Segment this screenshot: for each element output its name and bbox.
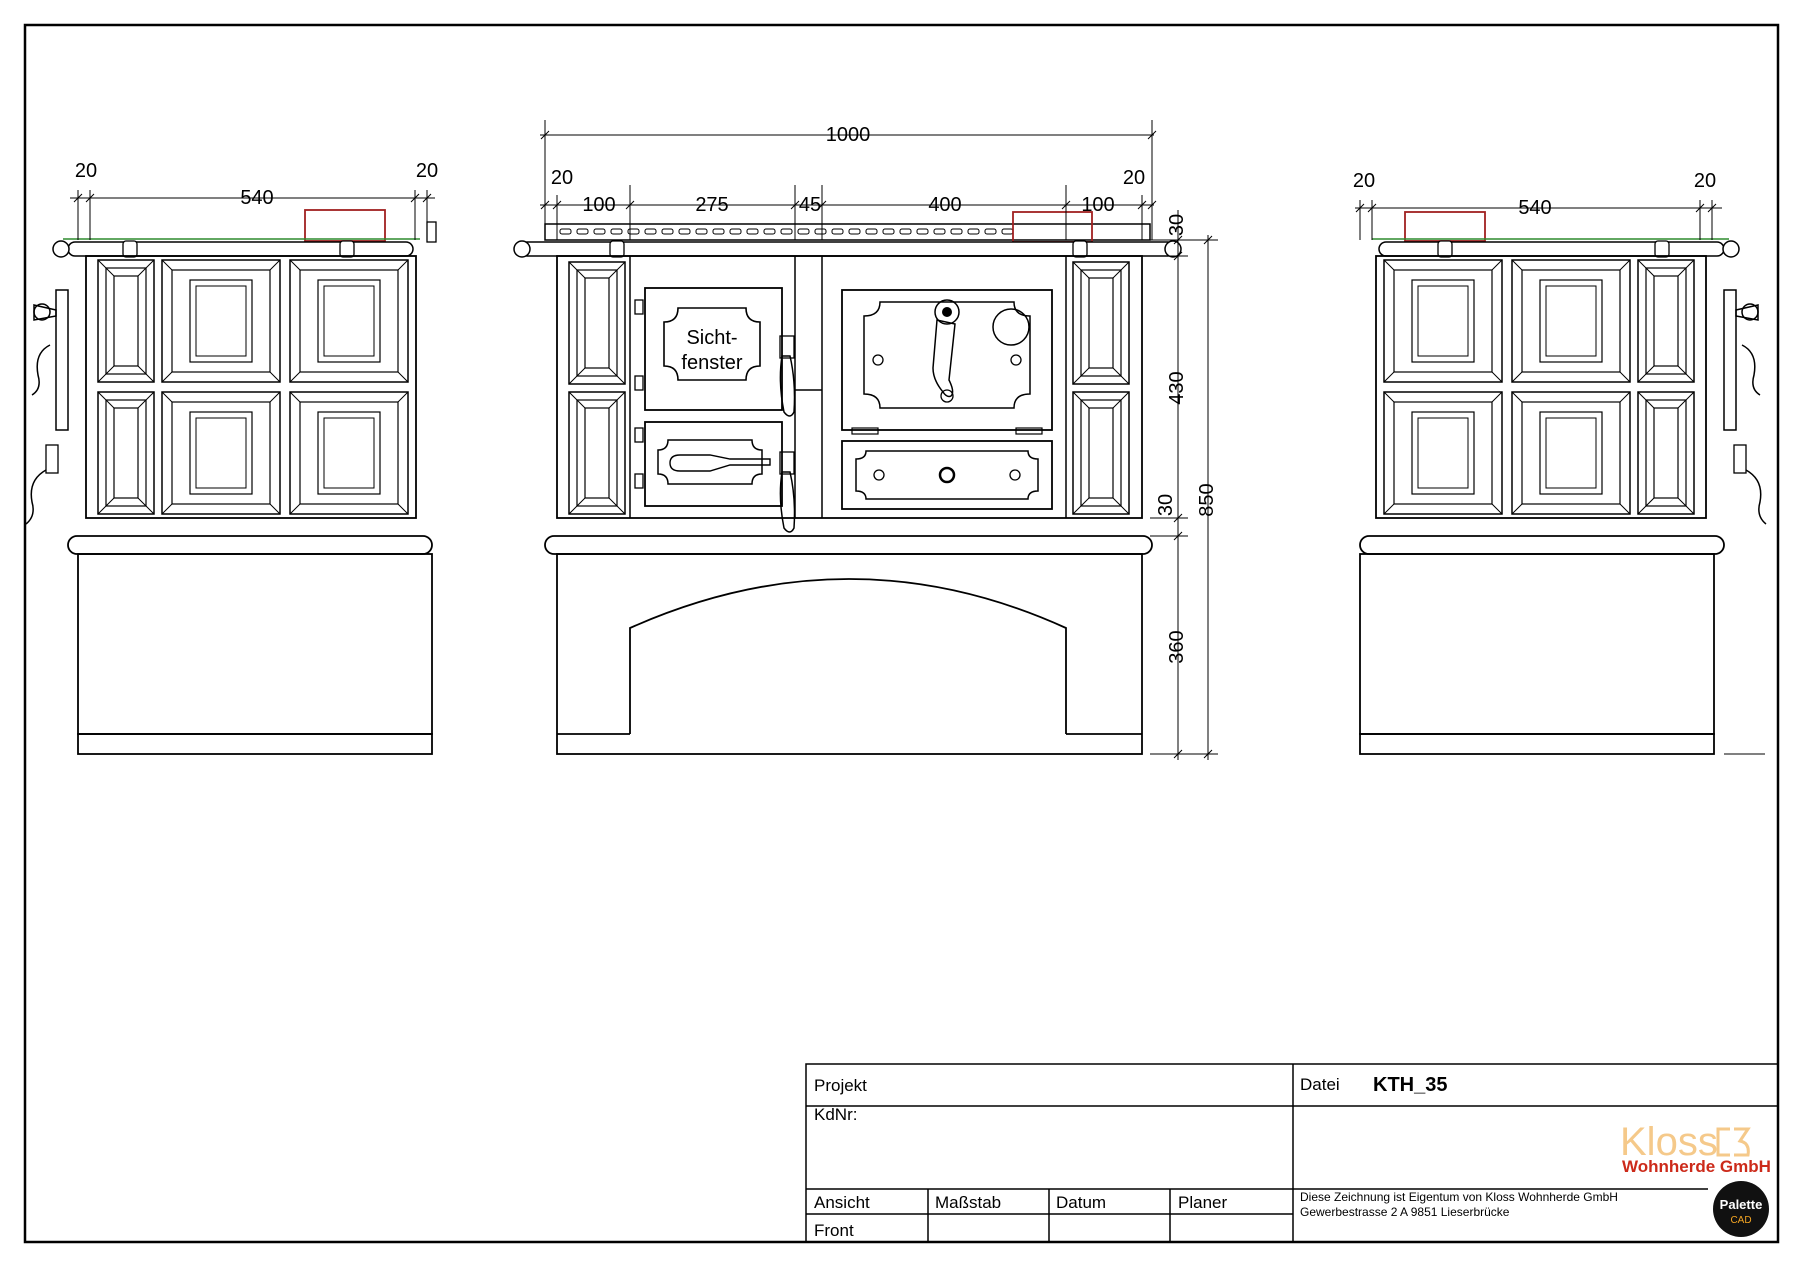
vent-slot — [678, 228, 691, 235]
front-dim-total-height: 850 — [1196, 483, 1218, 516]
kloss-logo-name: Kloss — [1620, 1120, 1718, 1164]
vent-slot — [763, 228, 776, 235]
datei-label: Datei — [1300, 1075, 1340, 1094]
firebox-lever[interactable] — [932, 319, 956, 398]
vent-slot — [984, 228, 997, 235]
kdnr-label: KdNr: — [814, 1105, 857, 1124]
oven-door-handle[interactable] — [779, 355, 796, 417]
vent-slot — [950, 228, 963, 235]
vent-slot — [593, 228, 606, 235]
datum-label: Datum — [1056, 1193, 1106, 1212]
ownership-line1: Diese Zeichnung ist Eigentum von Kloss W… — [1300, 1190, 1618, 1204]
kloss-logo-sub: Wohnherde GmbH — [1622, 1157, 1771, 1176]
front-dim-cooktop: 400 — [928, 194, 961, 216]
massstab-label: Maßstab — [935, 1193, 1001, 1212]
right-dim-depth: 540 — [1518, 197, 1551, 219]
window-label-line1: Sicht- — [686, 327, 737, 349]
front-dim-total-width: 1000 — [826, 124, 871, 146]
ash-door-handle[interactable] — [779, 471, 796, 533]
vent-slot — [831, 228, 844, 235]
vent-slot — [967, 228, 980, 235]
left-dim-depth: 540 — [240, 187, 273, 209]
front-dim-body-height: 430 — [1166, 371, 1188, 404]
vent-slot — [1001, 228, 1014, 235]
left-dim-margin-right: 20 — [416, 160, 438, 182]
vent-slot — [644, 228, 657, 235]
left-dim-margin-left: 20 — [75, 160, 97, 182]
vent-slot — [746, 228, 759, 235]
right-red-marker — [1404, 211, 1486, 242]
vent-slot — [695, 228, 708, 235]
vent-slot — [627, 228, 640, 235]
projekt-label: Projekt — [814, 1076, 867, 1095]
front-dim-right-panel: 100 — [1081, 194, 1114, 216]
front-dim-gap: 45 — [799, 194, 821, 216]
vent-slot — [882, 228, 895, 235]
front-dim-base-height: 360 — [1166, 630, 1188, 663]
palette-cad-badge — [1713, 1181, 1769, 1237]
window-label-line2: fenster — [681, 352, 742, 374]
vent-slot — [661, 228, 674, 235]
front-view: Sicht- fenster — [513, 120, 1218, 760]
front-dim-top-height: 30 — [1166, 214, 1188, 236]
vent-slot — [814, 228, 827, 235]
palette-badge-line1: Palette — [1720, 1197, 1763, 1212]
vent-slot — [780, 228, 793, 235]
vent-slot — [559, 228, 572, 235]
ash-drawer-knob[interactable] — [938, 466, 956, 484]
vent-slot — [865, 228, 878, 235]
right-dim-margin-left: 20 — [1353, 170, 1375, 192]
palette-badge-line2: CAD — [1730, 1215, 1751, 1226]
title-block — [805, 1063, 1779, 1243]
front-dim-left-margin: 20 — [551, 167, 573, 189]
kloss-logo-icon — [1716, 1127, 1751, 1157]
left-red-marker — [304, 209, 386, 242]
right-dim-margin-right: 20 — [1694, 170, 1716, 192]
front-dim-right-margin: 20 — [1123, 167, 1145, 189]
lower-door-latch[interactable] — [669, 454, 771, 472]
vent-slot — [576, 228, 589, 235]
front-dim-plinth-height: 30 — [1155, 494, 1177, 516]
planer-label: Planer — [1178, 1193, 1227, 1212]
vent-slot — [848, 228, 861, 235]
ownership-line2: Gewerbestrasse 2 A 9851 Lieserbrücke — [1300, 1205, 1510, 1219]
vent-slot — [933, 228, 946, 235]
base-arch — [629, 578, 1067, 734]
vent-slot — [610, 228, 623, 235]
right-side-view: 20 540 20 — [1353, 170, 1766, 754]
vent-slot — [729, 228, 742, 235]
vent-slot — [899, 228, 912, 235]
window-frame — [663, 307, 761, 381]
ansicht-label: Ansicht — [814, 1193, 870, 1212]
vent-slot — [712, 228, 725, 235]
vent-slot — [916, 228, 929, 235]
datei-value: KTH_35 — [1373, 1074, 1447, 1096]
front-red-marker — [1012, 211, 1093, 243]
front-dim-side-panel: 100 — [582, 194, 615, 216]
vent-slot — [797, 228, 810, 235]
ansicht-value: Front — [814, 1221, 854, 1240]
front-dim-oven-door: 275 — [695, 194, 728, 216]
left-side-view: 20 540 20 — [26, 160, 438, 754]
